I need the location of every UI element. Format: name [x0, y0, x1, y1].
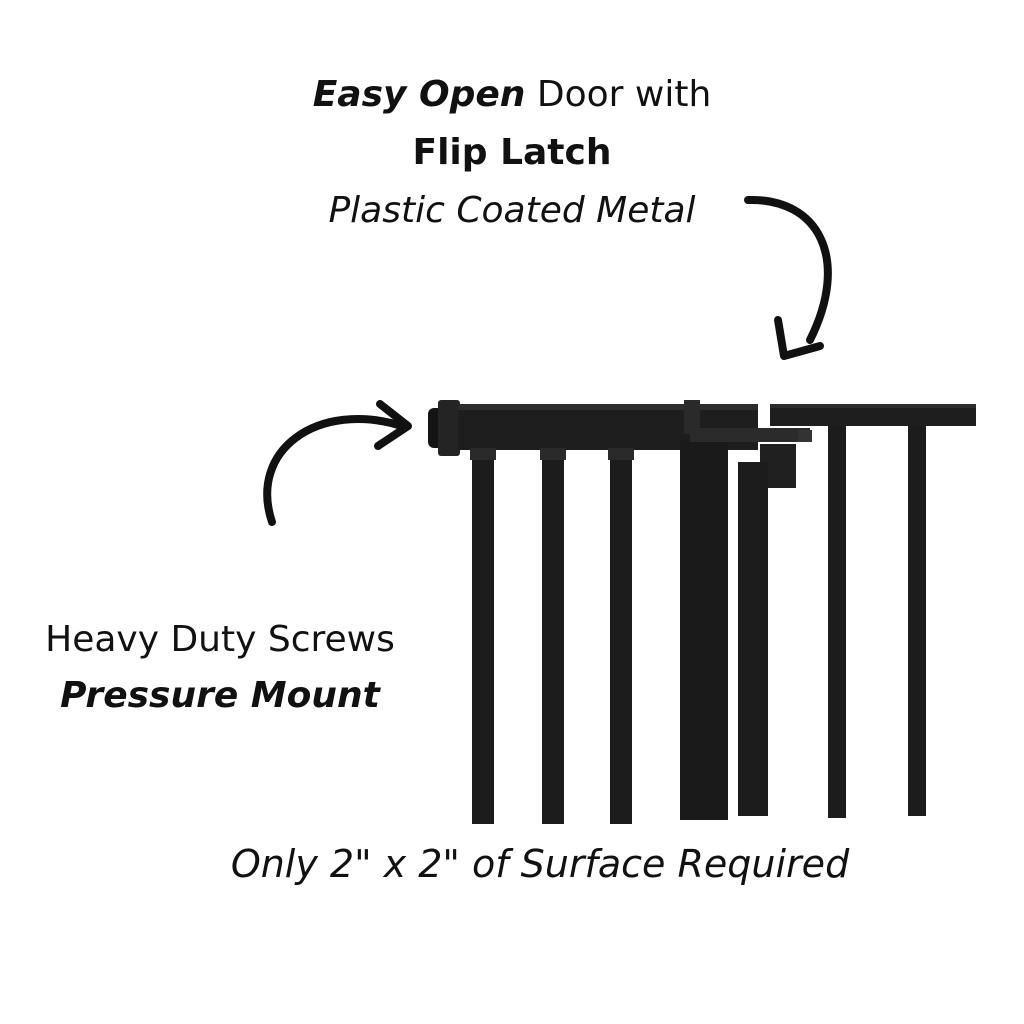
pressure-mount-label: Pressure Mount: [60, 675, 380, 716]
curved-arrow-right-icon: [263, 400, 412, 526]
plastic-coated-metal-label: Plastic Coated Metal: [328, 190, 696, 231]
latch-receiver: [738, 444, 796, 816]
top-callout: Easy Open Door with Flip Latch Plastic C…: [212, 66, 812, 240]
door-frame-post: [680, 440, 728, 820]
heavy-duty-screws-label: Heavy Duty Screws: [45, 619, 395, 660]
gate-illustration: [428, 400, 976, 824]
top-callout-line-1: Easy Open Door with: [212, 66, 812, 124]
gate-bar: [908, 426, 926, 816]
door-with-label: Door with: [525, 74, 712, 115]
flip-latch-label: Flip Latch: [412, 132, 612, 173]
gate-bar: [472, 452, 494, 824]
flip-latch: [684, 400, 812, 442]
gate-bar: [610, 452, 632, 824]
surface-required-caption: Only 2" x 2" of Surface Required: [230, 842, 850, 886]
gate-bar: [828, 426, 846, 818]
pressure-mount-screw: [428, 400, 460, 456]
left-callout: Heavy Duty Screws Pressure Mount: [10, 612, 430, 724]
easy-open-label: Easy Open: [312, 74, 526, 115]
gate-bar: [542, 452, 564, 824]
curved-arrow-down-icon: [744, 195, 832, 360]
gate-top-rail-right: [770, 404, 976, 426]
